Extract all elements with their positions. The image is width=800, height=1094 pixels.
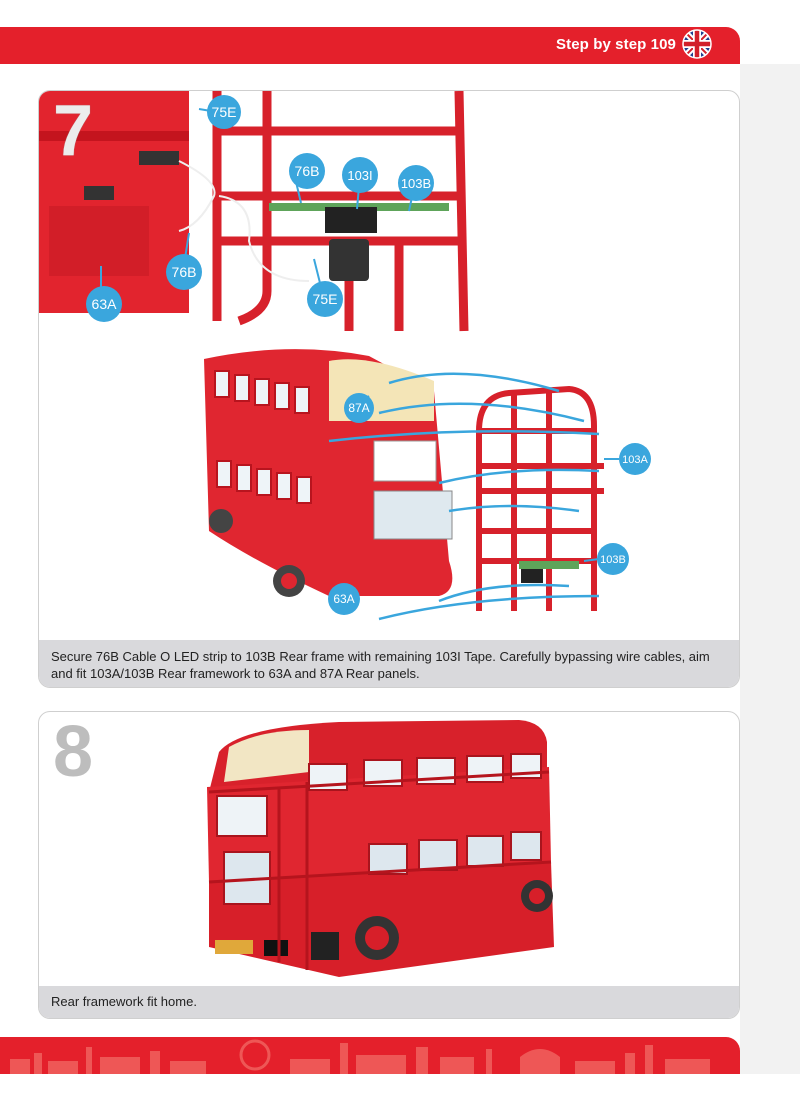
svg-text:63A: 63A	[92, 296, 118, 312]
svg-text:75E: 75E	[313, 291, 338, 307]
callout-63A-top: 63A	[86, 286, 122, 322]
svg-text:76B: 76B	[295, 163, 320, 179]
uk-flag-icon	[682, 29, 712, 59]
callout-75E-top: 75E	[207, 95, 241, 129]
svg-text:103A: 103A	[622, 454, 648, 466]
step-caption: Secure 76B Cable O LED strip to 103B Rea…	[39, 640, 739, 687]
svg-text:103B: 103B	[600, 554, 626, 566]
step-number: 8	[53, 712, 94, 792]
callout-103A: 103A	[619, 443, 651, 475]
callout-75E-lower: 75E	[307, 281, 343, 317]
callout-76B-top: 76B	[289, 153, 325, 189]
svg-text:76B: 76B	[172, 264, 197, 280]
page-edge	[740, 64, 800, 1074]
callout-63A-lower: 63A	[328, 583, 360, 615]
step-8-panel: 8 Rear framework fit home.	[38, 711, 740, 1019]
step-7-panel: 75E 76B 103I 103B 76B 63A 75E 87A	[38, 90, 740, 688]
tape-103i	[325, 207, 377, 233]
callout-103B-lower: 103B	[597, 543, 629, 575]
step-8-illustration	[207, 720, 554, 977]
callout-76B-lower: 76B	[166, 254, 202, 290]
header-bar: Step by step 109	[0, 27, 740, 64]
page-title: Step by step 109	[556, 36, 676, 53]
step-caption: Rear framework fit home.	[39, 986, 739, 1018]
footer-bar	[0, 1037, 740, 1074]
svg-text:75E: 75E	[212, 104, 237, 120]
step-7-callouts: 75E 76B 103I 103B 76B 63A 75E 87A	[86, 95, 651, 615]
callout-103I: 103I	[342, 157, 378, 193]
london-skyline-icon	[10, 1039, 710, 1074]
callout-87A: 87A	[344, 393, 374, 423]
fit-arrows	[328, 372, 600, 621]
step-number: 7	[53, 91, 94, 171]
assembled-bus	[207, 720, 554, 977]
callout-103B-top: 103B	[398, 165, 434, 201]
svg-text:87A: 87A	[348, 401, 369, 415]
step-7-illustration	[39, 91, 604, 621]
svg-text:103I: 103I	[347, 168, 372, 183]
svg-text:63A: 63A	[333, 592, 354, 606]
svg-text:103B: 103B	[401, 176, 431, 191]
